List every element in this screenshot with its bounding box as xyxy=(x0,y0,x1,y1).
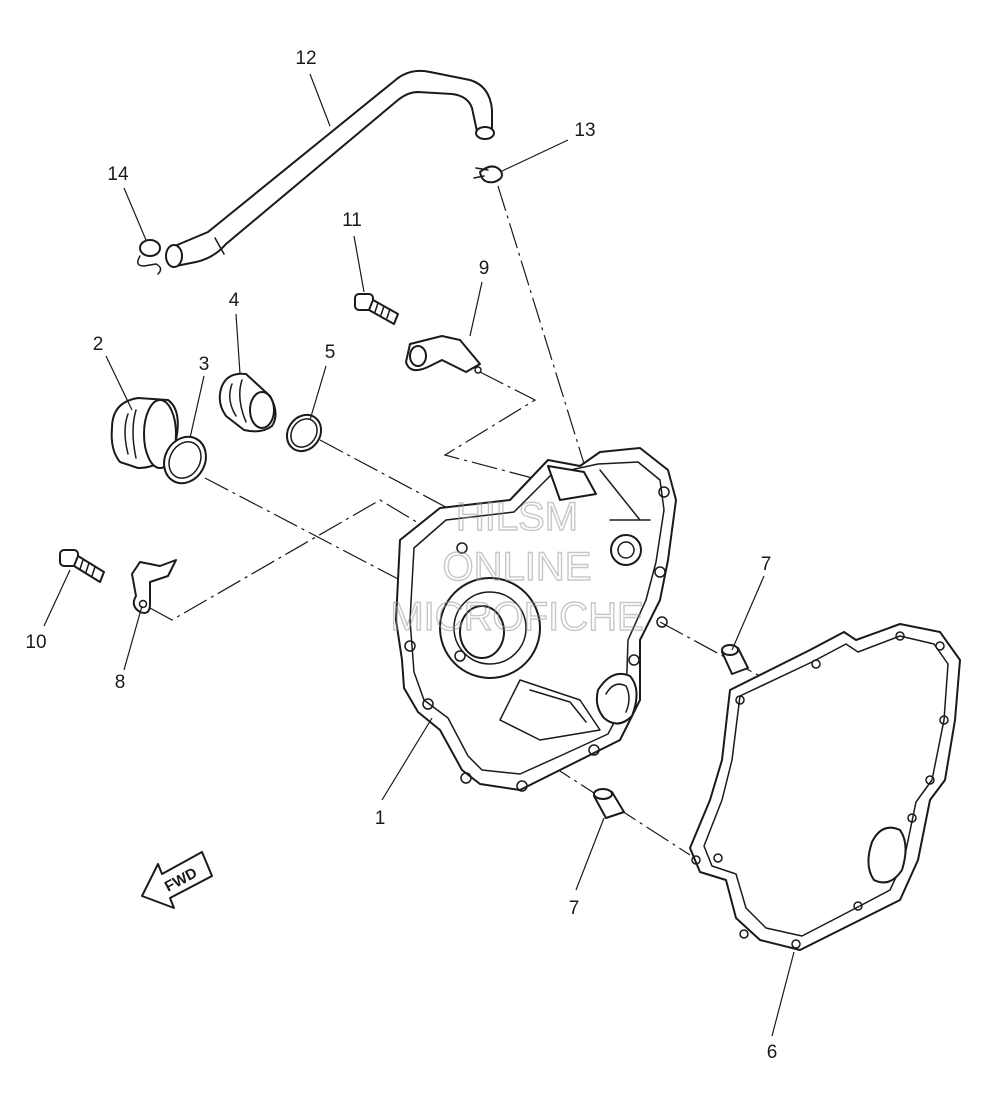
fwd-arrow-icon: FWD xyxy=(141,851,213,909)
callout-9: 9 xyxy=(479,258,490,279)
o-ring-5-inner xyxy=(290,418,318,448)
dowel-pin-upper xyxy=(721,644,749,675)
plug-4 xyxy=(218,372,277,433)
breather-hose xyxy=(165,69,495,268)
watermark-line1: HILSM xyxy=(456,495,578,539)
watermark-line2: ONLINE xyxy=(443,545,592,589)
callout-13: 13 xyxy=(574,120,595,141)
callout-3: 3 xyxy=(199,354,210,375)
o-ring-5 xyxy=(285,413,323,453)
hose-clip-left xyxy=(137,239,162,275)
bracket-9 xyxy=(405,335,482,374)
callout-14: 14 xyxy=(107,164,129,185)
o-ring-3-inner xyxy=(168,441,202,479)
bolt-10 xyxy=(59,549,105,583)
callout-7-lower: 7 xyxy=(569,898,580,919)
callout-12: 12 xyxy=(295,48,316,69)
dowel-pin-lower xyxy=(593,788,625,819)
callout-5: 5 xyxy=(325,342,336,363)
hose-clip-right xyxy=(473,165,503,184)
bracket-8 xyxy=(131,559,177,614)
callout-numbers: 12 13 14 11 9 4 2 3 5 10 8 1 7 7 6 xyxy=(25,48,777,1063)
callout-10: 10 xyxy=(25,632,46,653)
callout-leaders xyxy=(43,73,795,1037)
callout-4: 4 xyxy=(229,290,240,311)
callout-8: 8 xyxy=(115,672,126,693)
callout-11: 11 xyxy=(342,210,362,231)
watermark: HILSM ONLINE MICROFICHE xyxy=(390,494,645,639)
callout-1: 1 xyxy=(375,808,386,829)
callout-6: 6 xyxy=(767,1042,778,1063)
crankcase-cover xyxy=(395,447,677,792)
gasket xyxy=(689,623,961,951)
watermark-line3: MICROFICHE xyxy=(390,595,643,639)
callout-2: 2 xyxy=(93,334,104,355)
bolt-11 xyxy=(354,293,399,325)
callout-7-upper: 7 xyxy=(761,554,772,575)
